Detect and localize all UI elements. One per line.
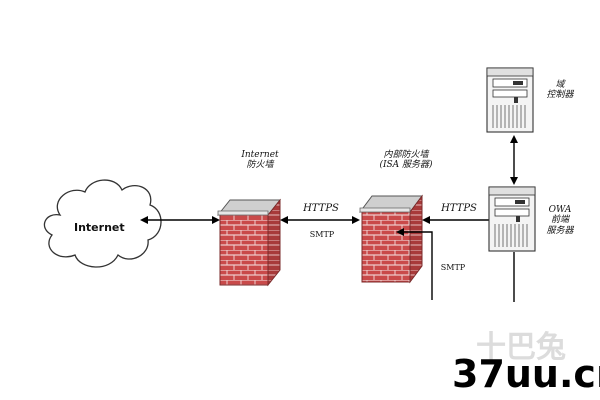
- edge-firewall-label-line2: 防火墙: [246, 160, 274, 171]
- smtp-feed-line: [396, 228, 433, 300]
- cloud-label: Internet: [74, 221, 125, 234]
- internal-firewall-label-line2: (ISA 服务器): [379, 160, 433, 171]
- owa-server-label: OWA 前端 服务器: [540, 205, 580, 236]
- domain-controller-label-line1: 域: [555, 80, 565, 90]
- edge-firewall-label: Internet 防火墙: [230, 150, 290, 171]
- edge-firewall-label-line1: Internet: [241, 150, 279, 160]
- https-label-2: HTTPS: [441, 203, 477, 214]
- https-label-1: HTTPS: [303, 203, 339, 214]
- domain-controller-label-line2: 控制器: [546, 90, 574, 101]
- internal-firewall-label-line1: 内部防火墙: [383, 150, 429, 160]
- watermark-faint: 十巴兔: [476, 330, 566, 365]
- smtp-label-2: SMTP: [440, 263, 466, 272]
- domain-controller-server-icon: [486, 67, 534, 133]
- edge-firewall-icon: [216, 198, 282, 287]
- domain-controller-label: 域 控制器: [540, 80, 580, 101]
- smtp-label-1: SMTP: [309, 230, 335, 239]
- owa-server-label-line3: 服务器: [546, 225, 574, 236]
- owa-server-icon: [488, 186, 536, 252]
- watermark-logo: 37uu.cn: [452, 352, 600, 396]
- owa-server-label-line2: 前端: [550, 215, 569, 226]
- internal-firewall-label: 内部防火墙 (ISA 服务器): [368, 150, 444, 171]
- owa-server-label-line1: OWA: [548, 205, 572, 215]
- internet-cloud-icon: [43, 179, 162, 268]
- internal-firewall-icon: [359, 194, 423, 284]
